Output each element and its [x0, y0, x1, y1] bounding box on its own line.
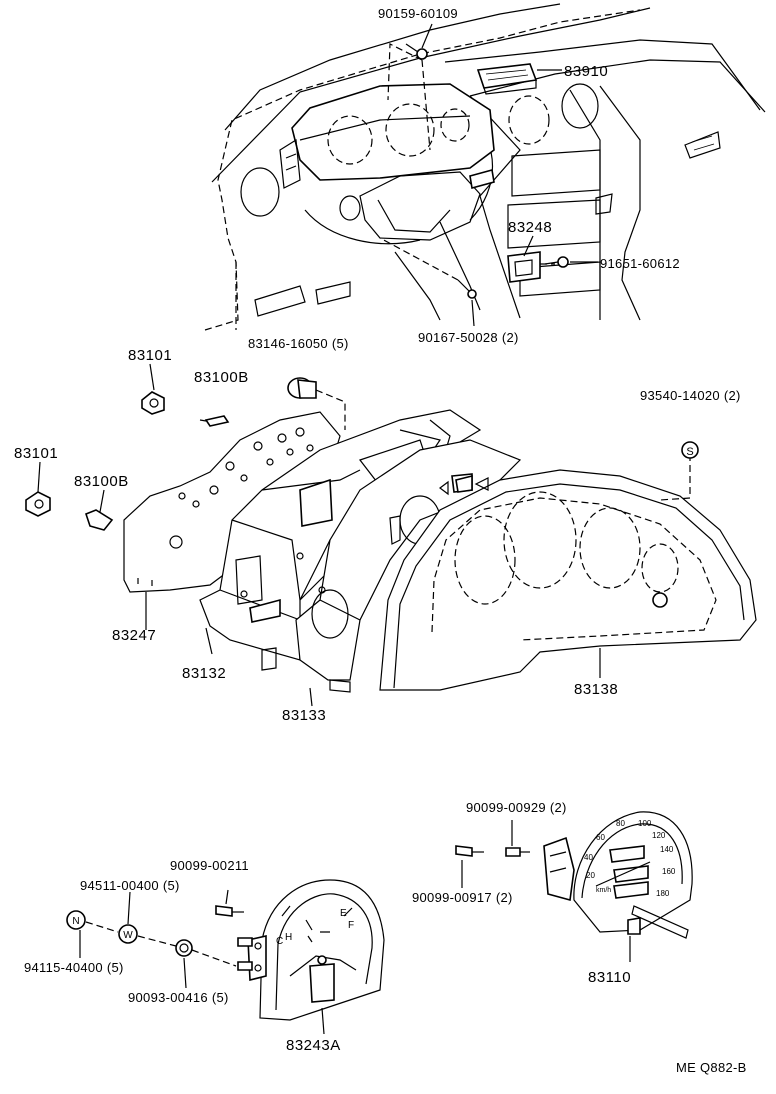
speed-60-text: 60 — [596, 833, 605, 842]
part-number-labels: 90159-60109 83910 83248 91651-60612 9016… — [14, 6, 747, 1075]
fuel-temp-gauge-83243A — [66, 879, 385, 1035]
speed-unit-text: km/h — [596, 887, 611, 894]
label-90159-60109: 90159-60109 — [378, 6, 458, 21]
cluster-exploded-view — [25, 363, 757, 707]
speed-120-text: 120 — [652, 831, 666, 840]
label-93540-14020: 93540-14020 (2) — [640, 388, 741, 403]
label-83110: 83110 — [588, 969, 631, 986]
gauge-face-text: C H E F 20 40 60 80 100 120 140 160 180 … — [276, 819, 676, 947]
speed-80-text: 80 — [616, 819, 625, 828]
label-94115-40400: 94115-40400 (5) — [24, 960, 124, 975]
circled-symbols: S N W — [72, 441, 699, 941]
speed-180-text: 180 — [656, 889, 670, 898]
label-83146-16050: 83146-16050 (5) — [248, 336, 349, 351]
label-83910: 83910 — [564, 63, 608, 80]
label-83243A: 83243A — [286, 1037, 341, 1054]
screw-91651 — [544, 256, 569, 268]
bulb-83100B-b — [85, 509, 114, 531]
fuel-e-text: E — [340, 908, 347, 919]
temp-c-text: C — [276, 936, 283, 947]
glass-83138 — [379, 469, 757, 691]
label-90167-50028: 90167-50028 (2) — [418, 330, 519, 345]
bulb-holder-83101-b — [25, 491, 51, 517]
footer-code: ME Q882-B — [676, 1060, 747, 1075]
bulb-83100B-a — [199, 415, 230, 427]
symbol-w-text: W — [123, 930, 133, 941]
symbol-n-text: N — [72, 916, 79, 927]
label-83133: 83133 — [282, 707, 326, 724]
label-91651-60612: 91651-60612 — [600, 256, 680, 271]
knob-83146 — [287, 377, 346, 430]
speed-20-text: 20 — [586, 871, 595, 880]
switch-83248 — [507, 251, 541, 283]
label-83101-a: 83101 — [128, 347, 172, 364]
speedometer-83110 — [455, 811, 693, 962]
label-83100B-b: 83100B — [74, 473, 129, 490]
symbol-s-text: S — [686, 446, 693, 458]
symbol-s-circle — [681, 441, 699, 459]
screw-90159 — [405, 43, 428, 60]
cluster-assembly-top — [279, 83, 495, 190]
speed-160-text: 160 — [662, 867, 676, 876]
label-90093-00416: 90093-00416 (5) — [128, 990, 229, 1005]
screw-90167 — [457, 279, 477, 299]
speed-100-text: 100 — [638, 819, 652, 828]
speed-140-text: 140 — [660, 845, 674, 854]
label-83248: 83248 — [508, 219, 552, 236]
label-83132: 83132 — [182, 665, 226, 682]
label-83138: 83138 — [574, 681, 618, 698]
bulb-holder-83101-a — [141, 391, 165, 415]
fuel-f-text: F — [348, 920, 354, 931]
label-83101-b: 83101 — [14, 445, 58, 462]
clock-unit-83910 — [476, 63, 538, 95]
temp-h-text: H — [285, 932, 292, 943]
label-90099-00211: 90099-00211 — [170, 858, 249, 873]
label-83247: 83247 — [112, 627, 156, 644]
label-83100B-a: 83100B — [194, 369, 249, 386]
speed-40-text: 40 — [584, 853, 593, 862]
label-90099-00917: 90099-00917 (2) — [412, 890, 513, 905]
dashboard-assembly — [204, 3, 766, 331]
label-90099-00929: 90099-00929 (2) — [466, 800, 567, 815]
label-94511-00400: 94511-00400 (5) — [80, 878, 180, 893]
